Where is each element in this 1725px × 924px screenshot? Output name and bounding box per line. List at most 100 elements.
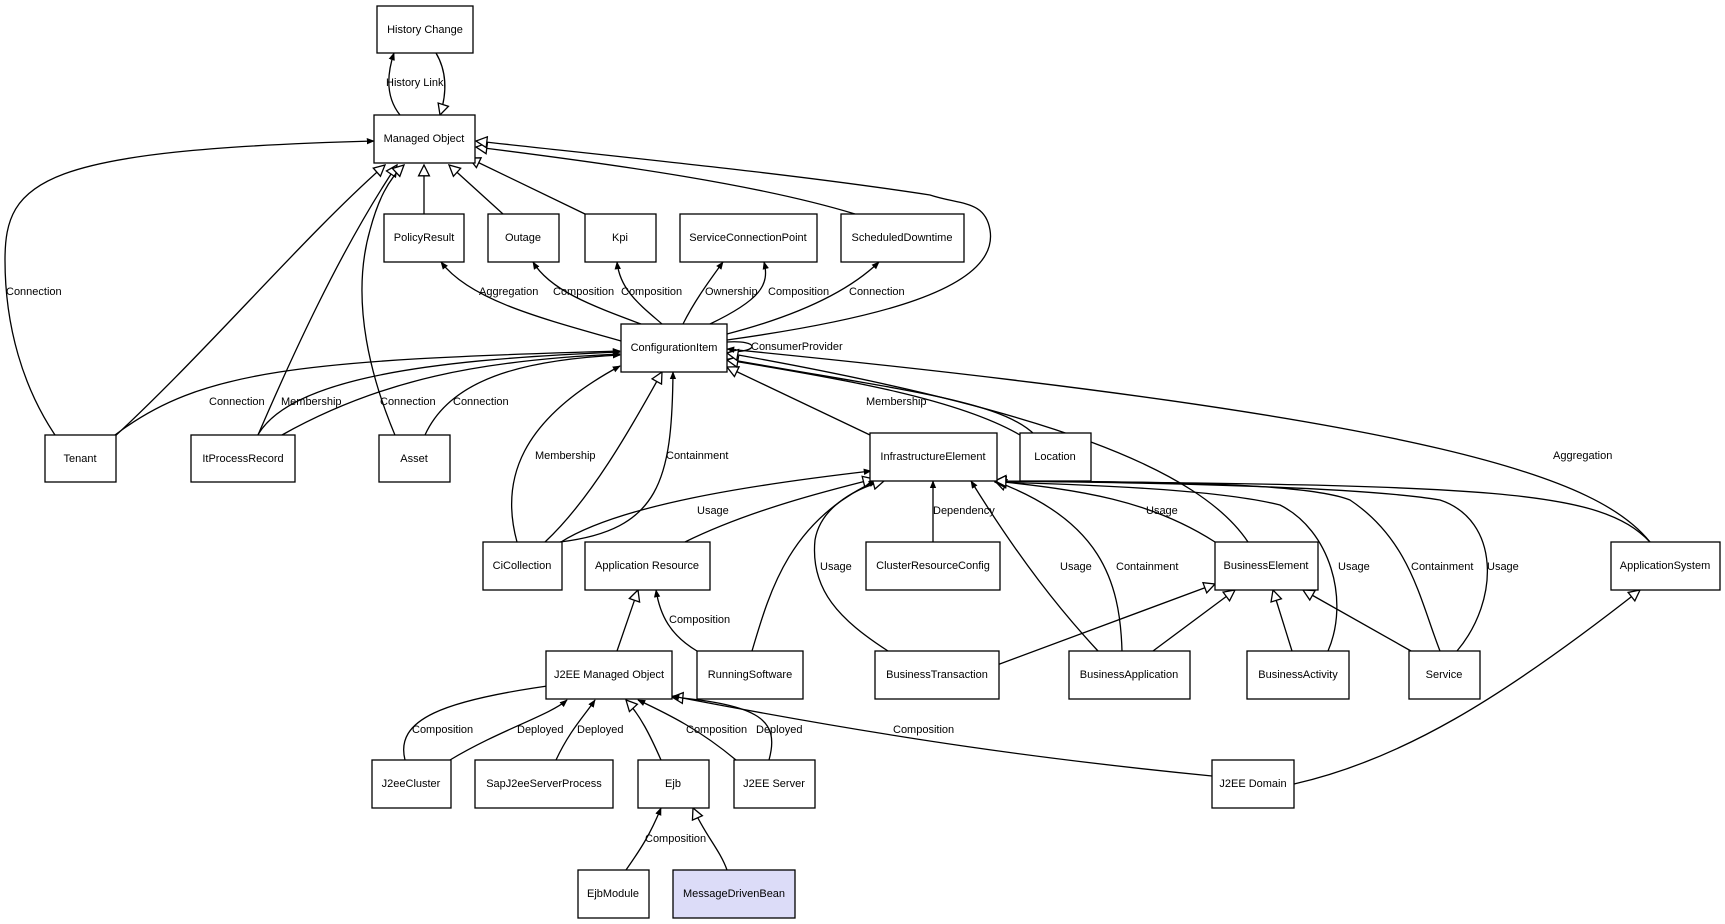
node-label: Tenant [63, 453, 96, 465]
edge-itprocessrecord-inherits-managed-object [251, 165, 397, 450]
label-rs-usage-ie: Usage [820, 561, 852, 573]
node-label: J2EE Managed Object [554, 669, 664, 681]
label-ci-ownership-scp: Ownership [705, 286, 758, 298]
label-server-deployed-j2ee: Deployed [756, 724, 802, 736]
edge-ejb-inherits-j2ee [626, 700, 662, 761]
node-label: ConfigurationItem [631, 342, 718, 354]
node-it-process-record[interactable]: ItProcessRecord [190, 434, 296, 483]
node-policy-result[interactable]: PolicyResult [383, 213, 465, 263]
node-history-change[interactable]: History Change [376, 5, 474, 54]
edge-bactivity-usage-ie [995, 482, 1338, 652]
edge-domain-inherits-appsystem [1293, 590, 1640, 785]
node-label: PolicyResult [394, 232, 455, 244]
node-business-activity[interactable]: BusinessActivity [1246, 650, 1350, 700]
label-location-membership-ci: Membership [866, 396, 927, 408]
node-kpi[interactable]: Kpi [584, 213, 657, 263]
label-ci-aggregation-policy: Aggregation [479, 286, 538, 298]
node-location[interactable]: Location [1019, 432, 1092, 482]
edge-ci-aggregation-policyresult [440, 261, 622, 342]
node-j2ee-server[interactable]: J2EE Server [733, 759, 816, 809]
node-business-application[interactable]: BusinessApplication [1068, 650, 1191, 700]
edge-appsystem-aggregation-ci [726, 346, 1651, 543]
node-application-resource[interactable]: Application Resource [584, 541, 711, 591]
edge-cicollection-containment-ci [559, 371, 677, 543]
label-ci-consumer-provider: ConsumerProvider [751, 341, 843, 353]
node-application-system[interactable]: ApplicationSystem [1610, 541, 1721, 591]
node-running-software[interactable]: RunningSoftware [696, 650, 804, 700]
node-label: Service [1426, 669, 1463, 681]
node-label: ScheduledDowntime [852, 232, 953, 244]
edge-runningsoftware-usage-ie [751, 480, 877, 652]
edge-appresource-inherits-ie [684, 479, 874, 543]
edge-tenant-connection-ci [114, 348, 621, 436]
label-sap-deployed-j2ee: Deployed [577, 724, 623, 736]
label-itpr-connection-ci: Connection [380, 396, 436, 408]
node-scheduled-downtime[interactable]: ScheduledDowntime [840, 213, 965, 263]
node-label: InfrastructureElement [880, 451, 985, 463]
label-asset-connection-ci: Connection [453, 396, 509, 408]
node-label: Managed Object [384, 133, 465, 145]
node-label: SapJ2eeServerProcess [486, 778, 602, 790]
node-label: Location [1034, 451, 1076, 463]
edge-appsystem-inherits-ie [995, 481, 1651, 543]
edge-infrastructure-inherits-ci [727, 367, 871, 436]
label-cluster-deployed-j2ee: Deployed [517, 724, 563, 736]
node-label: BusinessActivity [1258, 669, 1338, 681]
node-label: Ejb [665, 778, 681, 790]
node-label: Asset [400, 453, 428, 465]
edge-bt-inherits-be [996, 584, 1215, 666]
edge-scheduleddowntime-inherits-managed-object [476, 147, 856, 215]
node-service-connection-point[interactable]: ServiceConnectionPoint [679, 213, 818, 263]
label-tenant-connection-mo: Connection [6, 286, 62, 298]
node-infrastructure-element[interactable]: InfrastructureElement [869, 432, 998, 482]
node-ejb[interactable]: Ejb [637, 759, 710, 809]
node-managed-object[interactable]: Managed Object [373, 114, 476, 164]
node-cluster-resource-config[interactable]: ClusterResourceConfig [865, 541, 1001, 591]
node-asset[interactable]: Asset [378, 434, 451, 483]
label-service-containment-ie: Containment [1411, 561, 1473, 573]
edge-runningsoftware-composition-appresource [653, 589, 698, 652]
node-business-element[interactable]: BusinessElement [1214, 541, 1319, 591]
label-domain-composition-j2ee: Composition [893, 724, 954, 736]
label-ejbmodule-composition-ejb: Composition [645, 833, 706, 845]
label-service-usage-ie: Usage [1487, 561, 1519, 573]
node-j2ee-domain[interactable]: J2EE Domain [1211, 759, 1295, 809]
node-j2ee-managed-object[interactable]: J2EE Managed Object [545, 650, 673, 700]
label-cluster-composition-j2ee: Composition [412, 724, 473, 736]
node-label: MessageDrivenBean [683, 888, 785, 900]
edge-cicollection-usage-ie [560, 468, 872, 543]
edge-cicollection-inherits-ci [544, 372, 662, 543]
node-ci-collection[interactable]: CiCollection [482, 541, 563, 591]
nodes: History Change Managed Object PolicyResu… [44, 5, 1721, 919]
label-rs-composition-ar: Composition [669, 614, 730, 626]
label-history-link: History Link [386, 77, 444, 89]
edge-cicollection-membership-ci [510, 365, 621, 543]
node-label: Outage [505, 232, 541, 244]
edge-ci-composition-scp [709, 261, 769, 325]
edges [4, 52, 1651, 871]
node-label: J2eeCluster [382, 778, 441, 790]
node-tenant[interactable]: Tenant [44, 434, 117, 483]
node-label: BusinessApplication [1080, 669, 1178, 681]
node-label: History Change [387, 24, 463, 36]
node-label: J2EE Domain [1219, 778, 1286, 790]
edge-domain-composition-j2ee [671, 694, 1213, 777]
edge-history-link [388, 52, 401, 116]
node-ejb-module[interactable]: EjbModule [577, 869, 650, 919]
node-sap-j2ee-server-process[interactable]: SapJ2eeServerProcess [474, 759, 614, 809]
node-message-driven-bean[interactable]: MessageDrivenBean [672, 869, 796, 919]
edge-tenant-connection-managed-object [4, 137, 375, 450]
label-server-composition-j2ee: Composition [686, 724, 747, 736]
node-configuration-item[interactable]: ConfigurationItem [620, 323, 728, 373]
node-business-transaction[interactable]: BusinessTransaction [874, 650, 1000, 700]
node-j2ee-cluster[interactable]: J2eeCluster [371, 759, 452, 809]
edge-be-usage-ie [995, 481, 1216, 543]
edge-history-change-inherits-managed-object [435, 52, 445, 115]
label-itpr-membership-ci: Membership [281, 396, 342, 408]
node-outage[interactable]: Outage [487, 213, 560, 263]
edge-ba-inherits-be [1152, 590, 1235, 652]
node-service[interactable]: Service [1408, 650, 1481, 700]
edge-ci-composition-kpi [614, 261, 663, 325]
label-ci-composition-kpi: Composition [621, 286, 682, 298]
